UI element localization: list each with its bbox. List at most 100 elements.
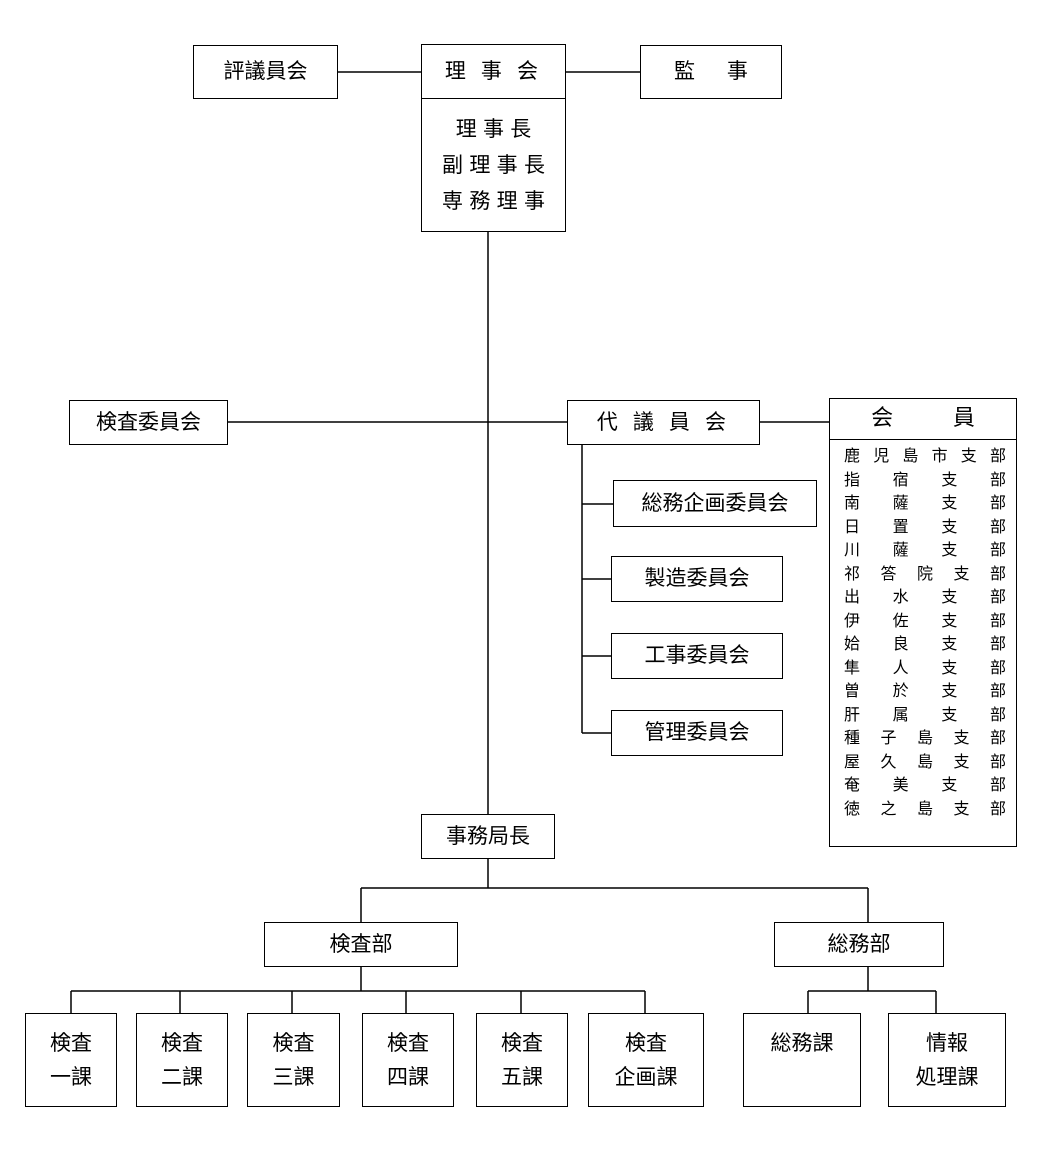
jimukyokucho-box: 事務局長 <box>421 814 555 859</box>
branch-char: 院 <box>916 563 933 583</box>
branch-char: 支 <box>941 493 958 512</box>
branch-char: 屋 <box>844 751 861 771</box>
hyogiinkai-label: 評議員会 <box>223 59 308 84</box>
daigiinkai-box: 代 議 員 会 <box>567 400 760 445</box>
branch-char: 種 <box>844 728 861 747</box>
branch-char: 祁 <box>844 563 861 583</box>
branch-char: 支 <box>953 563 970 583</box>
branch-item: 種子島支部 <box>844 726 1006 749</box>
branch-char: 久 <box>880 751 897 771</box>
section-line-2: 企画課 <box>614 1065 678 1089</box>
branch-char: 島 <box>916 798 933 818</box>
members-box: 会 員 鹿児島市支部指宿支部南薩支部日置支部川薩支部祁答院支部出水支部伊佐支部姶… <box>829 398 1017 847</box>
committee-koji: 工事委員会 <box>611 633 783 679</box>
branch-item: 姶良支部 <box>844 632 1006 655</box>
branch-char: 支 <box>953 751 970 771</box>
section-line-1: 検査 <box>272 1031 315 1055</box>
branch-char: 美 <box>892 775 909 794</box>
section-line-2: 一課 <box>50 1065 92 1089</box>
members-title: 会 員 <box>830 399 1016 440</box>
branch-char: 部 <box>989 728 1006 747</box>
branch-char: 答 <box>880 563 897 583</box>
committee-label: 工事委員会 <box>644 643 750 668</box>
branch-char: 川 <box>844 540 861 559</box>
branch-char: 伊 <box>844 610 861 630</box>
branch-item: 川薩支部 <box>844 538 1006 561</box>
kanji-label: 監 事 <box>674 59 761 84</box>
branch-char: 部 <box>989 446 1006 465</box>
branch-char: 子 <box>880 728 897 747</box>
section-line-2: 五課 <box>501 1065 543 1089</box>
daigiinkai-label: 代 議 員 会 <box>596 409 731 434</box>
committee-label: 総務企画委員会 <box>641 490 789 515</box>
branch-char: 水 <box>892 587 909 606</box>
officer-managing-director: 専務理事 <box>442 189 552 213</box>
branch-char: 部 <box>989 563 1006 583</box>
branch-char: 出 <box>844 587 861 606</box>
branch-item: 南薩支部 <box>844 491 1006 514</box>
branch-char: 部 <box>989 587 1006 606</box>
branch-char: 支 <box>941 610 958 630</box>
branch-char: 部 <box>989 704 1006 724</box>
branch-char: 部 <box>989 657 1006 677</box>
branch-char: 支 <box>941 469 958 489</box>
branch-char: 部 <box>989 798 1006 818</box>
branch-char: 部 <box>989 469 1006 489</box>
somubu-label: 総務部 <box>827 931 891 956</box>
section-kensa-3: 検査 三課 <box>247 1013 340 1107</box>
branch-char: 於 <box>892 681 909 700</box>
branch-char: 人 <box>892 657 909 677</box>
branch-item: 屋久島支部 <box>844 750 1006 773</box>
jimukyokucho-label: 事務局長 <box>446 823 530 848</box>
section-line-1: 総務課 <box>770 1031 834 1055</box>
section-line-1: 検査 <box>387 1031 429 1055</box>
section-kensa-5: 検査 五課 <box>476 1013 568 1107</box>
branch-char: 部 <box>989 540 1006 559</box>
branch-item: 鹿児島市支部 <box>844 444 1006 467</box>
branch-char: 支 <box>941 775 958 794</box>
branch-char: 日 <box>844 516 861 536</box>
section-line-1: 検査 <box>50 1031 92 1055</box>
branch-char: 曽 <box>844 681 861 700</box>
section-kensa-1: 検査 一課 <box>25 1013 117 1107</box>
somubu-box: 総務部 <box>774 922 944 967</box>
branch-char: 隼 <box>844 657 861 677</box>
section-somu: 総務課 <box>743 1013 861 1107</box>
kensabu-box: 検査部 <box>264 922 458 967</box>
branch-char: 宿 <box>892 469 909 489</box>
committee-label: 製造委員会 <box>644 566 750 591</box>
branch-char: 部 <box>989 634 1006 653</box>
branch-char: 属 <box>892 704 909 724</box>
section-line-1: 検査 <box>625 1031 667 1055</box>
branch-item: 指宿支部 <box>844 468 1006 491</box>
branch-char: 肝 <box>844 704 861 724</box>
branch-char: 島 <box>916 751 933 771</box>
branch-char: 部 <box>989 751 1006 771</box>
branch-item: 徳之島支部 <box>844 797 1006 820</box>
kensa-iinkai-box: 検査委員会 <box>69 400 228 445</box>
branch-char: 部 <box>989 493 1006 512</box>
branch-char: 之 <box>880 798 897 818</box>
rijikai-label: 理 事 会 <box>444 58 543 83</box>
hyogiinkai-box: 評議員会 <box>193 45 338 99</box>
branch-char: 薩 <box>892 493 909 512</box>
branch-char: 奄 <box>844 775 861 794</box>
branch-char: 指 <box>844 469 861 489</box>
section-joho-shori: 情報 処理課 <box>888 1013 1006 1107</box>
committee-kanri: 管理委員会 <box>611 710 783 756</box>
branch-item: 曽於支部 <box>844 679 1006 702</box>
branch-char: 姶 <box>844 634 861 653</box>
branch-char: 支 <box>953 728 970 747</box>
section-kensa-4: 検査 四課 <box>362 1013 454 1107</box>
committee-label: 管理委員会 <box>644 720 750 745</box>
branch-char: 置 <box>892 516 909 536</box>
section-line-2: 二課 <box>161 1065 203 1089</box>
branch-item: 出水支部 <box>844 585 1006 608</box>
kensabu-label: 検査部 <box>329 931 393 956</box>
branch-char: 鹿 <box>844 446 861 465</box>
branch-char: 支 <box>941 587 958 606</box>
branch-char: 部 <box>989 681 1006 700</box>
branch-char: 児 <box>873 446 890 465</box>
branch-item: 隼人支部 <box>844 656 1006 679</box>
